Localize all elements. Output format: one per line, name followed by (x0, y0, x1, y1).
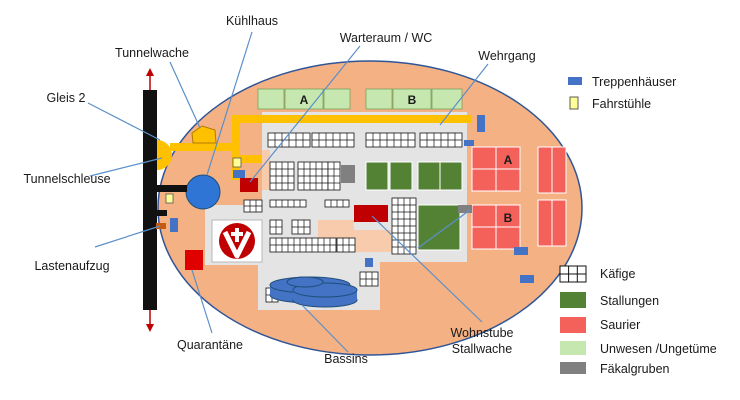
label-wohnstube: Wohnstube (450, 326, 513, 340)
cage-blocks (243, 132, 463, 303)
label-tunnelwache: Tunnelwache (115, 46, 189, 60)
legend-swatch-unwesen (560, 341, 586, 355)
stairwells (170, 115, 534, 283)
bassins-tanks (269, 276, 358, 308)
wohnstube-room (354, 205, 388, 222)
label-tunnelschleuse: Tunnelschleuse (23, 172, 110, 186)
legend-swatch-saurier (560, 317, 586, 333)
legend-label-treppen: Treppenhäuser (592, 75, 676, 89)
kuehlhaus-room (185, 174, 221, 210)
label-stallwache: Stallwache (452, 342, 512, 356)
elevators (165, 157, 242, 204)
label-kuehlhaus: Kühlhaus (226, 14, 278, 28)
unwesen-units (257, 88, 463, 110)
unwesen-label-b: B (408, 93, 417, 107)
legend-swatch-stallungen (560, 292, 586, 308)
kuehlhaus-room-inner (240, 178, 258, 192)
legend-label-kaefige: Käfige (600, 267, 635, 281)
gleis-track (143, 68, 187, 332)
label-wehrgang: Wehrgang (478, 49, 535, 63)
corridor-wehrgang (170, 115, 472, 180)
legend-swatch-treppen (568, 77, 582, 85)
leader-lines (87, 31, 489, 353)
saurier-label-b: B (504, 211, 513, 225)
legend-label-fahrstuehle: Fahrstühle (592, 97, 651, 111)
legend-swatch-faekal (560, 362, 586, 374)
saurier-units (471, 146, 567, 250)
label-lastenaufzug: Lastenaufzug (34, 259, 109, 273)
legend-label-stallungen: Stallungen (600, 294, 659, 308)
legend-swatch-kaefige (559, 265, 587, 283)
legend: Treppenhäuser Fahrstühle Käfige Stallung… (559, 75, 717, 376)
label-warteraum: Warteraum / WC (340, 31, 433, 45)
legend-label-saurier: Saurier (600, 318, 640, 332)
legend-swatch-fahrstuehle (569, 96, 579, 110)
tan-rooms (262, 150, 393, 252)
quarantaene-room (185, 250, 203, 270)
label-quarantaene: Quarantäne (177, 338, 243, 352)
unwesen-label-a: A (300, 93, 309, 107)
aid-station-sign (211, 219, 263, 263)
tunnelwache-room (191, 125, 217, 144)
label-bassins: Bassins (324, 352, 368, 366)
legend-label-unwesen: Unwesen /Ungetüme (600, 342, 717, 356)
legend-label-faekal: Fäkalgruben (600, 362, 670, 376)
label-gleis: Gleis 2 (47, 91, 86, 105)
saurier-label-a: A (504, 153, 513, 167)
faekalgruben (341, 165, 472, 213)
